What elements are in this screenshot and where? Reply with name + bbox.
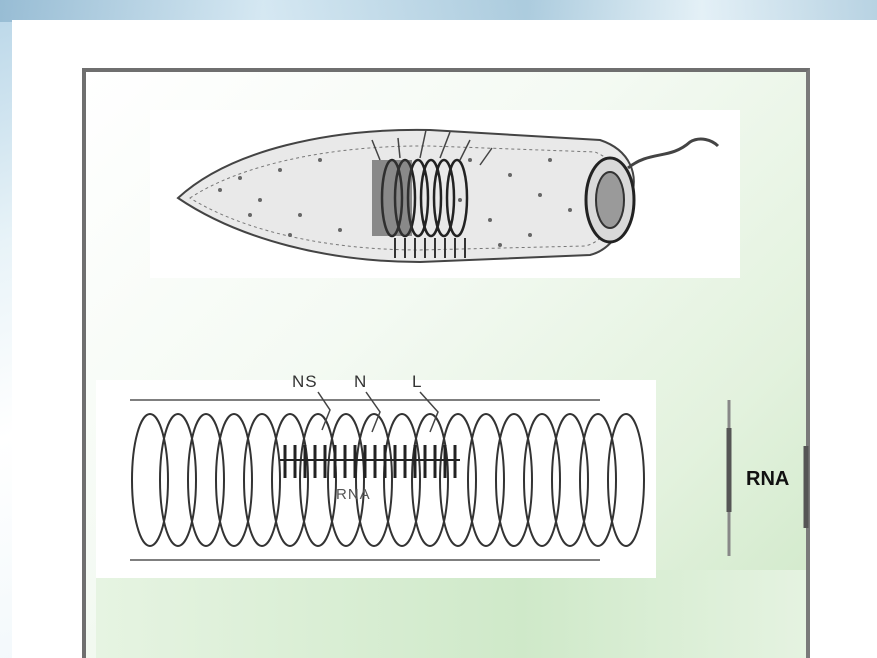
nucleocapsid-illustration (130, 392, 644, 560)
label-n: N (354, 372, 366, 392)
label-ns: NS (292, 372, 318, 392)
rna-bracket-label: RNA (746, 468, 789, 491)
virion-illustration (178, 130, 718, 262)
label-rna-inner: RNA (336, 486, 371, 503)
label-l: L (412, 372, 421, 392)
